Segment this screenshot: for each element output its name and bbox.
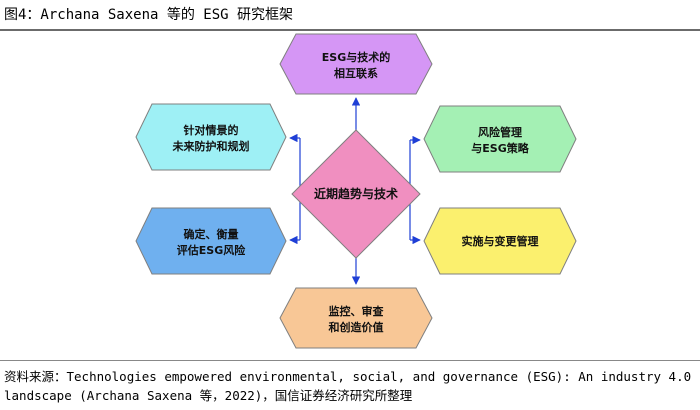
top-rule [0,29,700,31]
node-right-top-label-line1: 风险管理 [478,125,522,139]
source-note-line2: landscape (Archana Saxena 等，2022)，国信证券经济… [4,388,413,403]
esg-framework-diagram: ESG与技术的 相互联系 针对情景的 未来防护和规划 确定、衡量 评估ESG风险… [135,33,577,349]
node-left-bottom-shape [135,207,287,275]
figure-title: 图4：Archana Saxena 等的 ESG 研究框架 [4,7,294,23]
node-center-label: 近期趋势与技术 [314,186,398,201]
node-bottom-label-line1: 监控、审查 [329,304,384,318]
source-note: 资料来源：Technologies empowered environmenta… [4,367,696,405]
node-bottom-shape [279,287,433,349]
node-top-label-line1: ESG与技术的 [322,50,390,64]
node-left-top-label-line1: 针对情景的 [184,123,239,137]
node-center: 近期趋势与技术 [291,129,421,259]
node-right-top-shape [423,105,577,173]
node-right-bottom: 实施与变更管理 [423,207,577,275]
node-top: ESG与技术的 相互联系 [279,33,433,95]
node-left-bottom-label-line2: 评估ESG风险 [177,243,246,257]
node-right-top-label-line2: 与ESG策略 [471,141,529,155]
node-top-shape [279,33,433,95]
node-left-top: 针对情景的 未来防护和规划 [135,103,287,171]
node-bottom: 监控、审查 和创造价值 [279,287,433,349]
node-right-bottom-label-line1: 实施与变更管理 [462,234,539,248]
node-left-top-shape [135,103,287,171]
node-right-bottom-shape [423,207,577,275]
node-center-shape [291,129,421,259]
bottom-rule [0,360,700,361]
node-right-top: 风险管理 与ESG策略 [423,105,577,173]
node-left-bottom: 确定、衡量 评估ESG风险 [135,207,287,275]
node-top-label-line2: 相互联系 [334,66,378,80]
node-left-top-label-line2: 未来防护和规划 [172,139,250,153]
source-note-line1: 资料来源：Technologies empowered environmenta… [4,369,692,384]
node-bottom-label-line2: 和创造价值 [329,320,384,334]
node-left-bottom-label-line1: 确定、衡量 [184,227,239,241]
